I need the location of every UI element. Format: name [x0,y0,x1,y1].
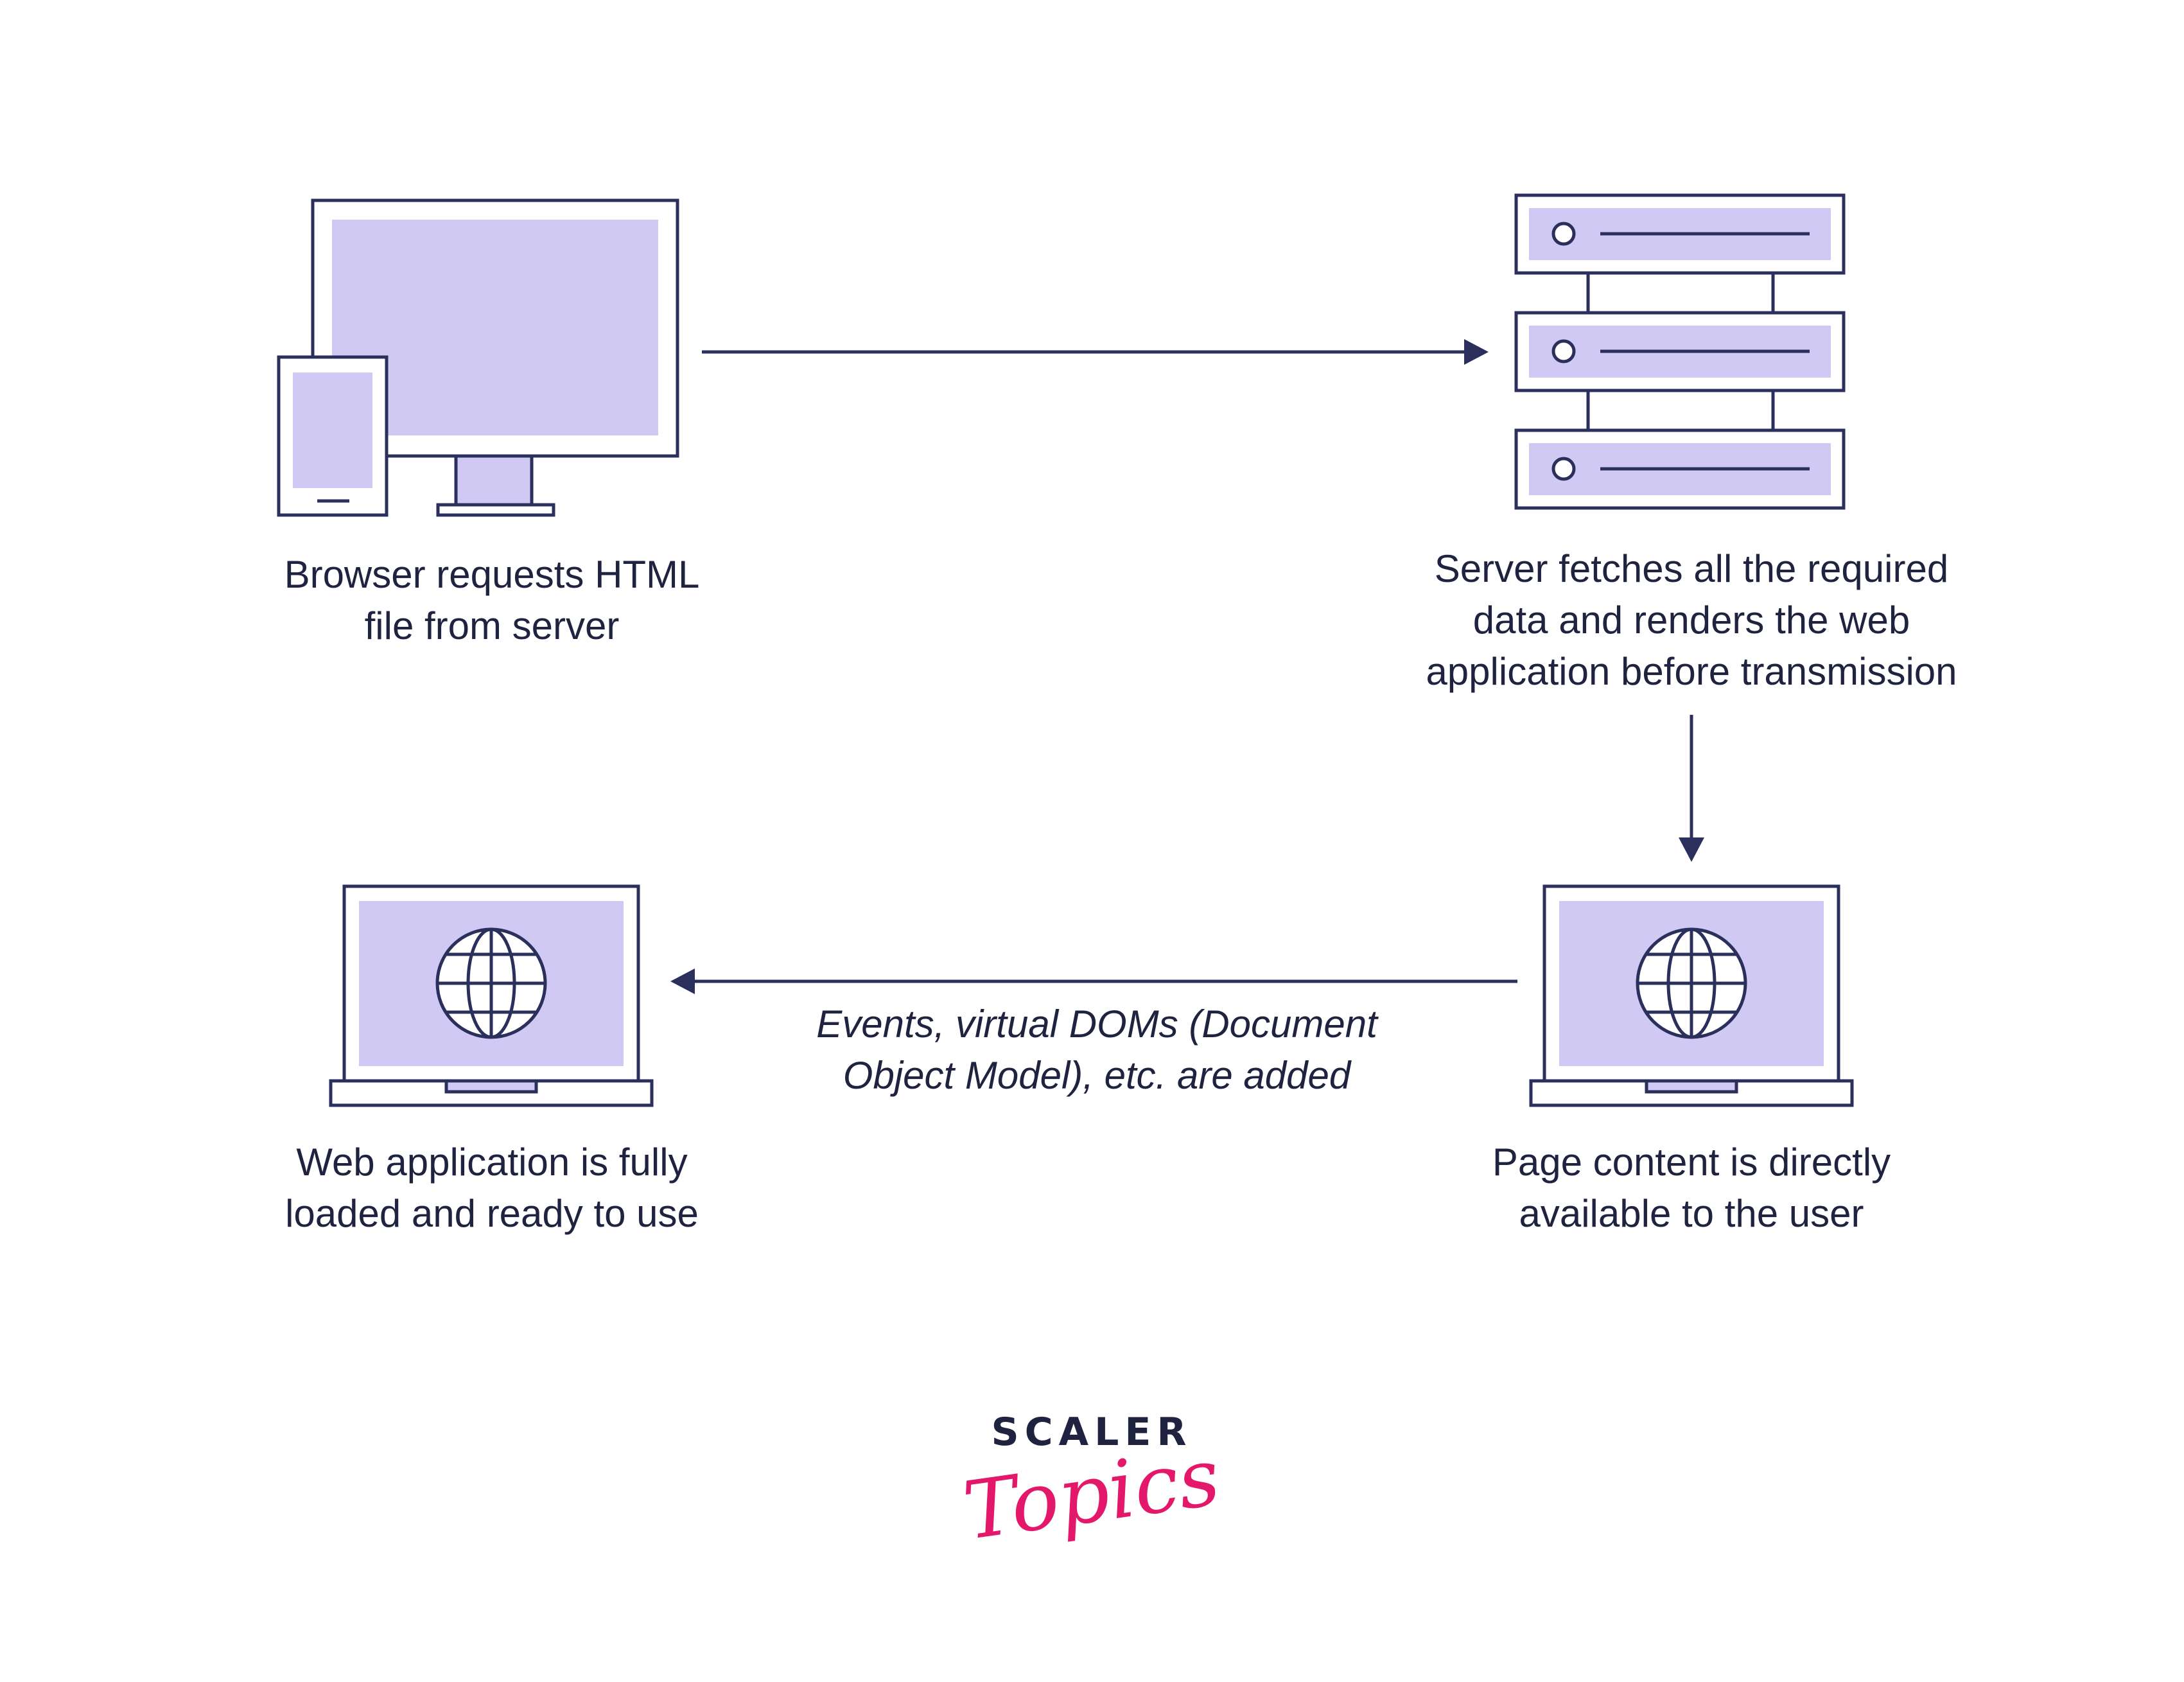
web-app-label: Web application is fully loaded and read… [235,1137,749,1240]
web-app-label-line-1: Web application is fully [296,1141,688,1184]
edge-label-events-line-2: Object Model), etc. are added [843,1054,1351,1097]
server-rack-icon [1514,193,1846,510]
edge-label-events-line-1: Events, virtual DOMs (Document [816,1003,1377,1046]
server-label: Server fetches all the required data and… [1370,543,2013,697]
globe-icon [1636,927,1747,1039]
browser-label: Browser requests HTML file from server [235,549,749,652]
web-app-label-line-2: loaded and ready to use [285,1192,699,1235]
edge-label-events: Events, virtual DOMs (Document Object Mo… [808,999,1386,1101]
arrow-browser-to-server [702,339,1489,365]
logo-scaler-text: SCALER [991,1410,1192,1455]
monitor-and-tablet-icon [277,198,679,517]
page-content-label-line-2: available to the user [1519,1192,1864,1235]
globe-icon [435,927,547,1039]
arrow-server-to-page-content [1679,715,1704,862]
page-content-label: Page content is directly available to th… [1435,1137,1948,1240]
server-label-line-2: data and renders the web [1472,599,1910,642]
browser-label-line-2: file from server [364,604,620,647]
server-label-line-3: application before transmission [1426,650,1957,693]
page-content-label-line-1: Page content is directly [1492,1141,1891,1184]
server-label-line-1: Server fetches all the required [1434,547,1949,590]
arrow-page-content-to-web-app [670,968,1517,994]
browser-label-line-1: Browser requests HTML [284,553,700,596]
laptop-globe-icon [1529,884,1854,1107]
